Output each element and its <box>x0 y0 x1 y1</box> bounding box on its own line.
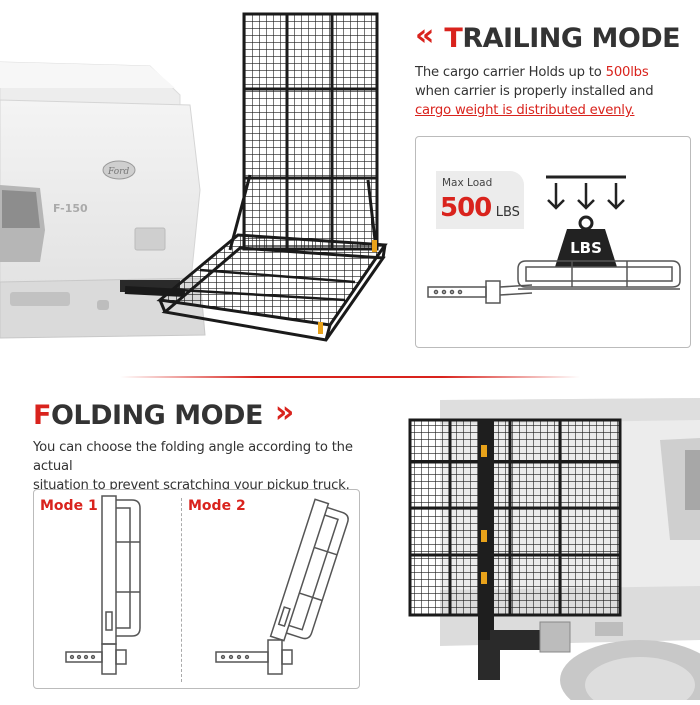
trailing-desc-line1: The cargo carrier Holds up to <box>415 65 606 80</box>
trailing-title-initial: T <box>444 23 463 54</box>
folding-title-initial: F <box>33 400 51 431</box>
folding-mode-photo <box>400 390 700 705</box>
max-load-unit: LBS <box>495 205 520 220</box>
folding-modes-diagram-box: Mode 1 Mode 2 <box>33 489 360 689</box>
weight-icon: LBS <box>553 215 619 267</box>
mode-1-label: Mode 1 <box>40 498 98 514</box>
mode-2-tilted-drawing <box>215 498 349 675</box>
mode-divider <box>181 498 182 682</box>
double-chevron-right-icon: » <box>274 395 295 430</box>
max-load-value: 500 <box>440 193 492 223</box>
folding-title-rest: OLDING MODE <box>50 400 263 431</box>
carrier-side-outline-drawing <box>427 260 681 304</box>
svg-text:Ford: Ford <box>107 167 129 177</box>
trailing-desc-line2: when carrier is properly installed and <box>415 84 654 99</box>
folding-mode-heading: FOLDING MODE » <box>33 398 294 431</box>
folded-carrier-on-truck-illustration <box>408 398 700 705</box>
double-chevron-left-icon: « <box>415 18 435 53</box>
trailing-desc-highlight: 500lbs <box>605 65 649 80</box>
weight-icon-label: LBS <box>570 239 602 257</box>
trailing-desc-line3: cargo weight is distributed evenly. <box>415 103 635 118</box>
trailing-mode-heading: « TRAILING MODE <box>415 21 681 54</box>
max-load-value-row: 500 LBS <box>440 193 520 223</box>
max-load-diagram-box: Max Load 500 LBS LBS <box>415 136 691 348</box>
svg-text:F-150: F-150 <box>53 202 88 215</box>
folding-desc-line1: You can choose the folding angle accordi… <box>33 440 353 474</box>
trailing-description: The cargo carrier Holds up to 500lbs whe… <box>415 63 695 120</box>
trailing-title-rest: RAILING MODE <box>462 23 681 54</box>
section-divider <box>120 376 580 378</box>
trailing-mode-photo: Ford F-150 <box>0 0 400 365</box>
mode-2-label: Mode 2 <box>188 498 246 514</box>
folding-description: You can choose the folding angle accordi… <box>33 438 393 495</box>
truck-with-carrier-illustration: Ford F-150 <box>0 12 388 342</box>
downward-force-arrows-icon <box>546 175 626 210</box>
mode-1-upright-drawing <box>65 495 141 675</box>
max-load-label: Max Load <box>442 177 493 189</box>
max-load-badge: Max Load 500 LBS <box>436 171 524 229</box>
